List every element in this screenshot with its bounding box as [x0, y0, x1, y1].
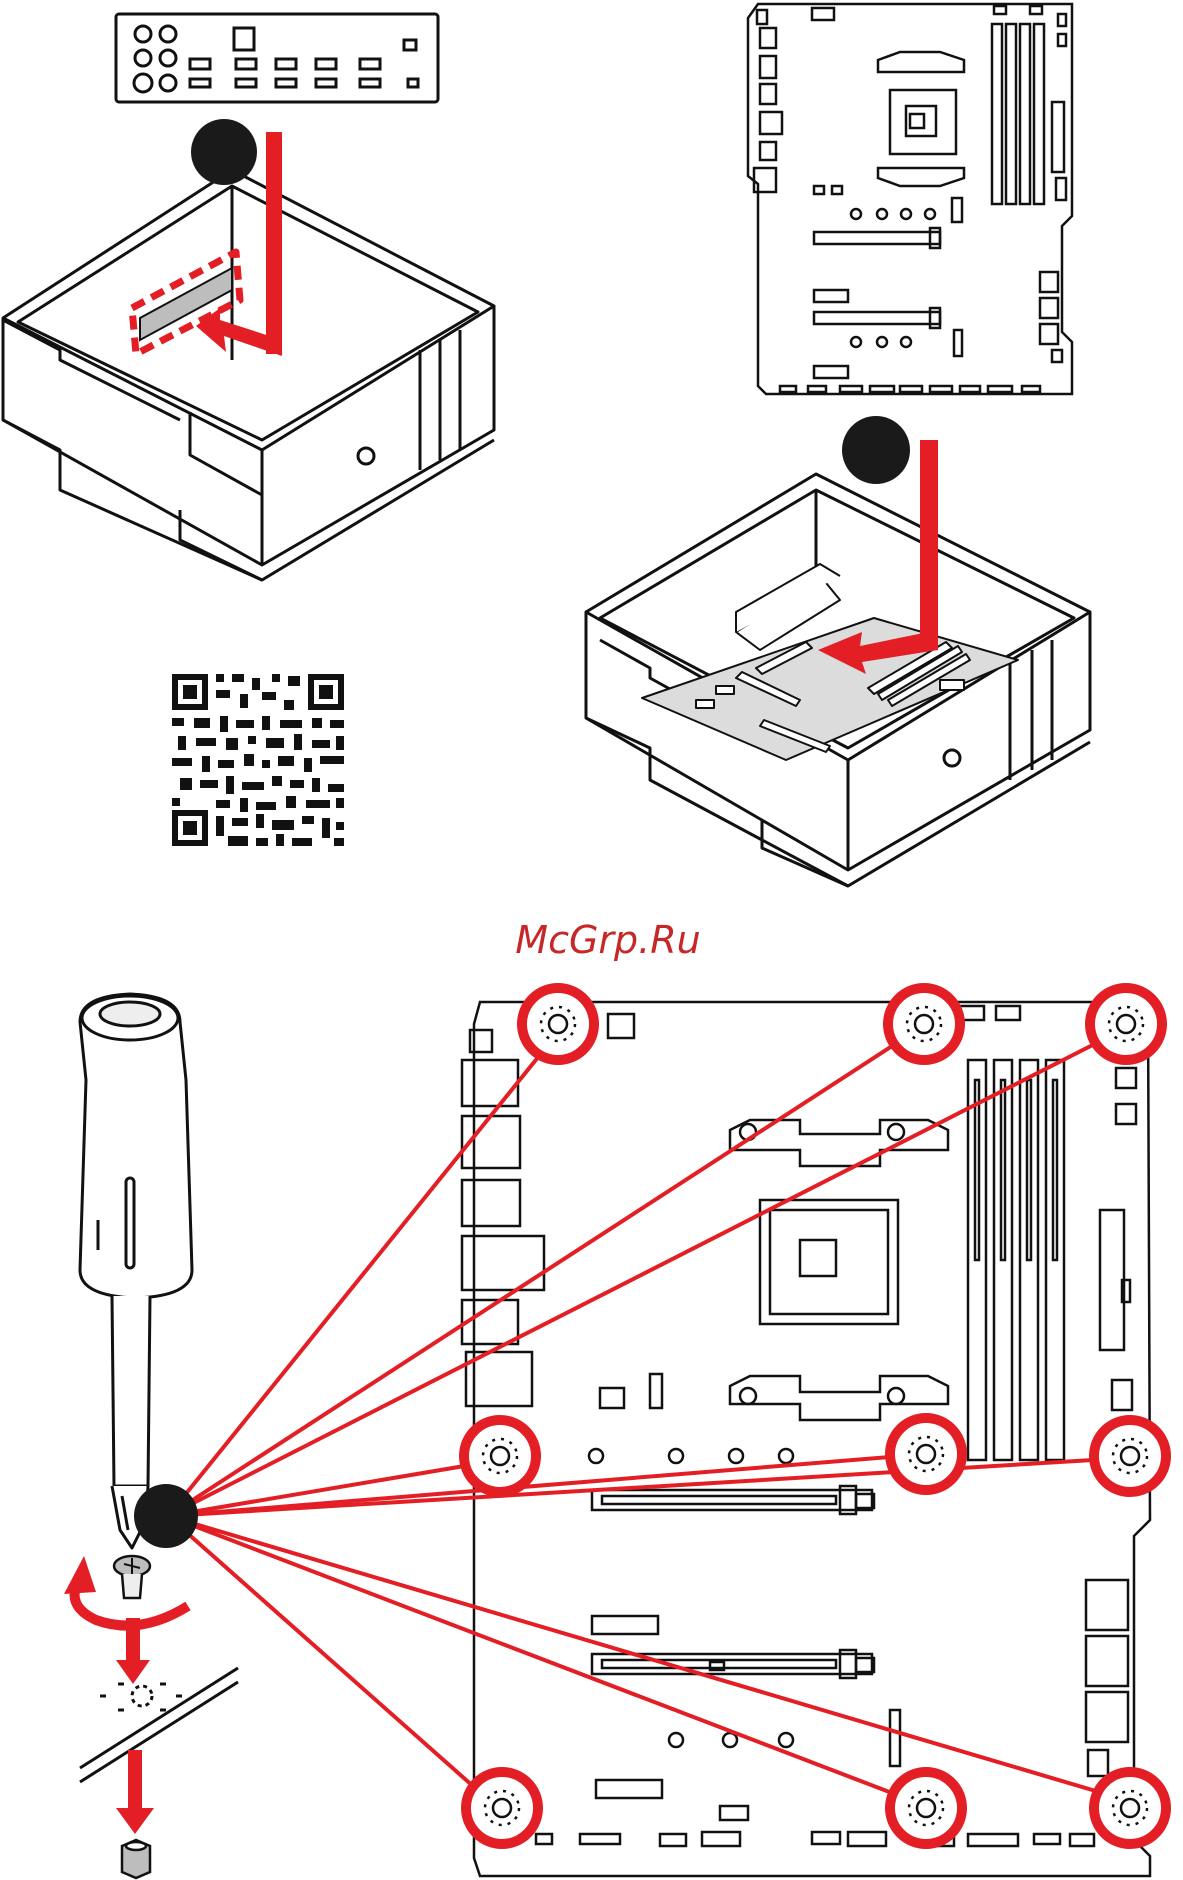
screw-hole-middle-right — [1094, 1420, 1166, 1492]
step-marker-1 — [191, 119, 257, 185]
screw-hole-bottom-right — [1094, 1772, 1166, 1844]
step-marker-2 — [842, 416, 910, 484]
screw — [114, 1556, 150, 1598]
screw-hole-bottom-left — [466, 1772, 538, 1844]
screw-hole-bottom-center — [890, 1772, 962, 1844]
screw-hole-middle-left — [464, 1420, 536, 1492]
mounting-plate — [80, 1668, 238, 1782]
screw-hole-top-left — [522, 988, 594, 1060]
standoff — [122, 1840, 150, 1878]
step-marker-3 — [134, 1484, 198, 1548]
motherboard-large — [462, 1002, 1150, 1876]
screwdriver-icon — [80, 994, 192, 1548]
case-left — [3, 170, 494, 580]
down-arrow-standoff — [116, 1750, 154, 1834]
screw-hole-top-center — [888, 988, 960, 1060]
screw-hole-top-right — [1090, 988, 1162, 1060]
screw-hole-middle-center — [890, 1418, 962, 1490]
watermark-text: McGrp.Ru — [498, 912, 718, 968]
io-shield-plate — [116, 14, 438, 102]
motherboard-top-view — [748, 4, 1072, 394]
qr-code — [170, 672, 346, 848]
